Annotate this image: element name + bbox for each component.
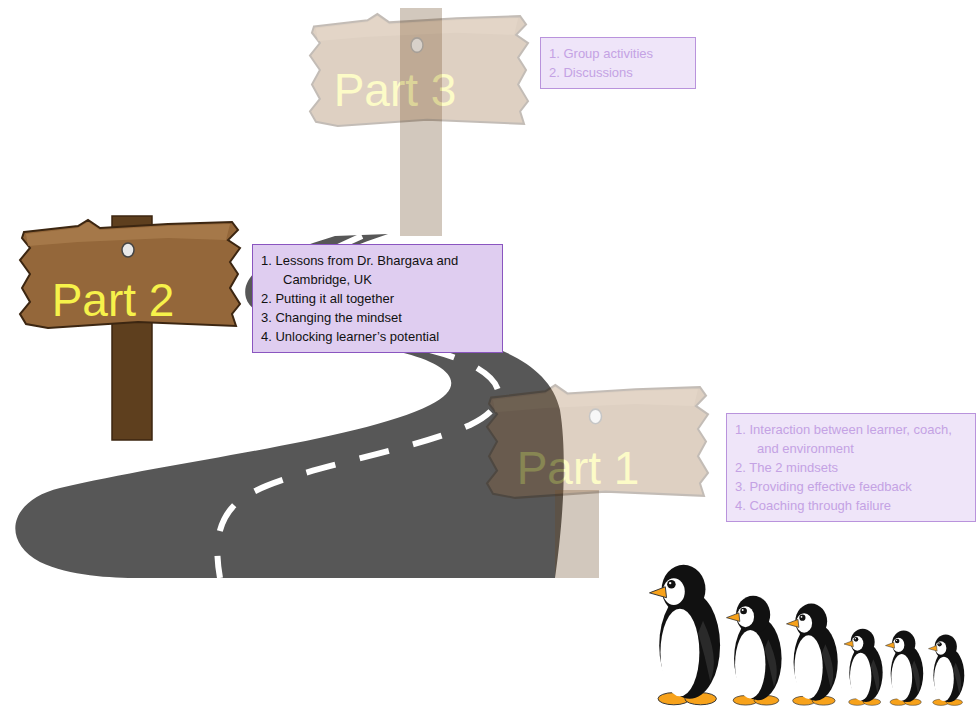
board-nail	[122, 243, 134, 257]
list-box: 1. Group activities2. Discussions	[540, 37, 696, 89]
penguin	[727, 596, 782, 705]
sign-board: Part 2	[18, 218, 242, 330]
sign-post	[555, 490, 599, 578]
penguin	[650, 565, 721, 705]
penguin	[787, 604, 838, 706]
penguin	[844, 629, 883, 706]
list-item: 2. Discussions	[549, 63, 687, 82]
board-wood	[20, 220, 240, 328]
list-box: 1. Lessons from Dr. Bhargava and Cambrid…	[252, 244, 503, 353]
list-item: 2. Putting it all together	[261, 289, 494, 308]
penguin	[929, 634, 965, 705]
road	[15, 234, 563, 578]
sign-label: Part 1	[517, 441, 640, 495]
board-wood	[310, 14, 528, 126]
sign-board: Part 1	[485, 383, 710, 500]
list-item: 4. Coaching through failure	[735, 496, 967, 515]
list-item: 1. Interaction between learner, coach, a…	[735, 420, 967, 458]
penguin	[886, 631, 924, 706]
board-nail	[589, 409, 601, 424]
list-item: 2. The 2 mindsets	[735, 458, 967, 477]
list-item: 3. Providing effective feedback	[735, 477, 967, 496]
board-wood	[487, 385, 708, 498]
sign-label: Part 2	[52, 273, 175, 327]
sign-label: Part 3	[334, 63, 457, 117]
board-nail	[411, 38, 423, 53]
list-box: 1. Interaction between learner, coach, a…	[726, 413, 976, 522]
list-item: 1. Lessons from Dr. Bhargava and Cambrid…	[261, 251, 494, 289]
list-item: 1. Group activities	[549, 44, 687, 63]
list-item: 3. Changing the mindset	[261, 308, 494, 327]
list-item: 4. Unlocking learner’s potential	[261, 327, 494, 346]
sign-board: Part 3	[308, 12, 530, 128]
